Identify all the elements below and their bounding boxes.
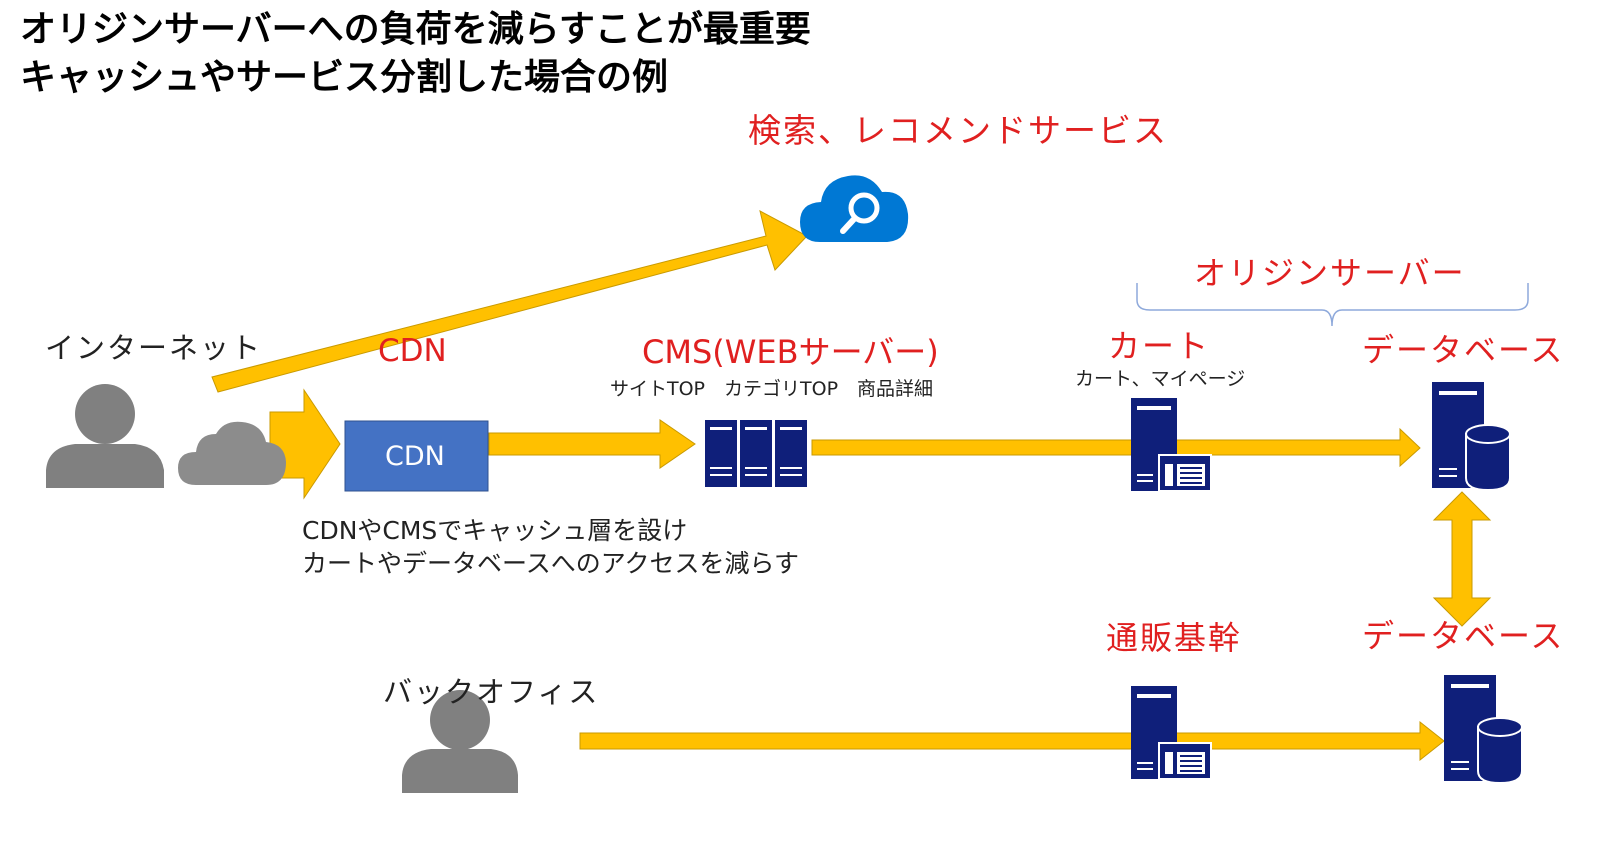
arrow-cdn-to-cms — [488, 419, 696, 469]
backoffice-database-server-icon — [1444, 675, 1523, 785]
note-line-2: カートやデータベースへのアクセスを減らす — [302, 549, 800, 578]
title-line-1: オリジンサーバーへの負荷を減らすことが最重要 — [20, 9, 811, 50]
arrow-database-sync — [1432, 491, 1492, 627]
arrow-cms-to-database — [811, 427, 1421, 468]
mail-order-label: 通販基幹 — [1106, 619, 1243, 657]
cms-label: CMS(WEBサーバー) — [642, 333, 939, 371]
search-cloud-icon — [800, 175, 909, 242]
arrow-to-search-service — [211, 210, 808, 393]
database-server-icon — [1432, 382, 1511, 492]
database-top-label: データベース — [1362, 331, 1565, 369]
cart-label: カート — [1108, 327, 1211, 365]
user-icon — [46, 384, 164, 488]
cdn-arrow-label: CDN — [378, 333, 447, 369]
cms-sub-label: サイトTOP カテゴリTOP 商品詳細 — [610, 378, 934, 400]
back-office-label: バックオフィス — [383, 675, 600, 709]
backoffice-user-icon — [402, 690, 518, 793]
cloud-icon — [178, 421, 286, 485]
cart-server-icon — [1131, 398, 1212, 492]
cdn-box — [344, 420, 489, 492]
search-service-label: 検索、レコメンドサービス — [748, 111, 1168, 150]
mail-order-server-icon — [1131, 686, 1212, 780]
origin-server-label: オリジンサーバー — [1194, 254, 1466, 292]
origin-server-brace — [1136, 283, 1529, 327]
server-rack-icon — [705, 420, 807, 487]
title-line-2: キャッシュやサービス分割した場合の例 — [20, 57, 669, 98]
internet-label: インターネット — [45, 331, 263, 365]
arrow-backoffice-to-database — [579, 720, 1445, 762]
arrow-cloud-to-cdn — [269, 388, 341, 500]
database-bottom-label: データベース — [1362, 617, 1565, 655]
cdn-box-label: CDN — [385, 441, 445, 472]
cart-sub-label: カート、マイページ — [1075, 368, 1246, 390]
note-line-1: CDNやCMSでキャッシュ層を設け — [302, 516, 688, 545]
